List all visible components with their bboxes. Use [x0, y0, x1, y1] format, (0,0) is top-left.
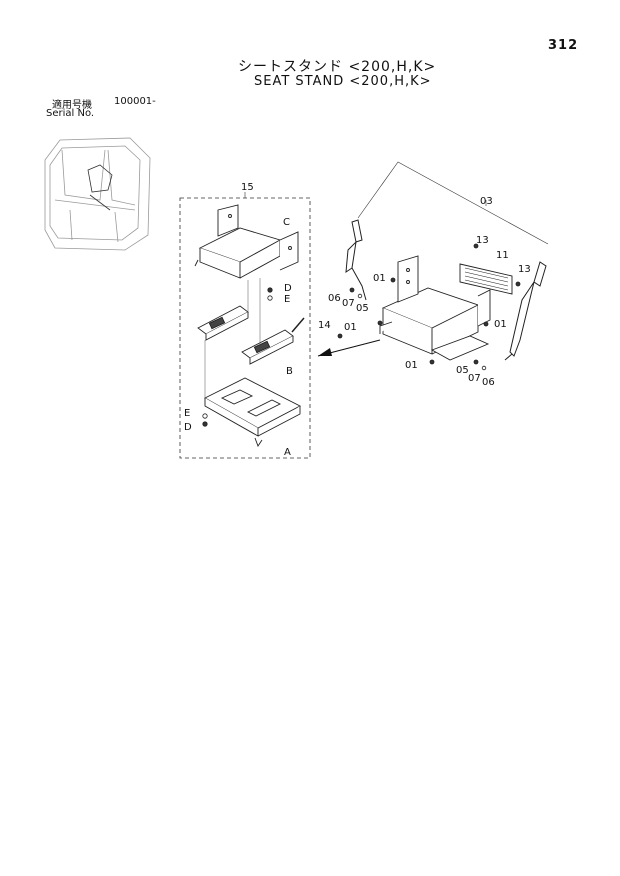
callout-07-a: 07: [342, 298, 355, 309]
callout-06-a: 06: [328, 293, 341, 304]
part-c-upper-bracket: [194, 204, 299, 279]
callout-05-a: 05: [356, 303, 369, 314]
cab-location-thumbnail: [44, 137, 151, 251]
callout-a: A: [284, 447, 291, 458]
callout-14: 14: [318, 320, 331, 331]
assembly-guide-lines: [204, 278, 261, 398]
part-b-slide-rails: [197, 305, 305, 365]
callout-d-upper: D: [284, 283, 292, 294]
serial-label-japanese: 適用号機: [52, 100, 92, 111]
callout-d-lower: D: [184, 422, 192, 433]
gas-spring-left: [345, 219, 367, 301]
callout-01-a: 01: [373, 273, 386, 284]
callout-c: C: [283, 217, 290, 228]
callout-15: 15: [241, 182, 254, 193]
serial-label-english: Serial No.: [46, 108, 95, 119]
callout-05-b: 05: [456, 365, 469, 376]
callout-13-a: 13: [476, 235, 489, 246]
main-assembly-fasteners: [337, 243, 521, 371]
callout-01-c: 01: [494, 319, 507, 330]
main-seat-stand-assembly: [379, 255, 513, 361]
callout-03: 03: [480, 196, 493, 207]
callout-01-b: 01: [344, 322, 357, 333]
fastener-d-e-upper: [267, 287, 273, 301]
callout-01-d: 01: [405, 360, 418, 371]
page-title-english: SEAT STAND <200,H,K>: [254, 74, 432, 89]
gas-spring-right: [504, 261, 547, 361]
part-a-base-plate: [204, 377, 301, 447]
callout-e-lower: E: [184, 408, 190, 419]
callout-13-b: 13: [518, 264, 531, 275]
callout-11: 11: [496, 250, 509, 261]
page-title-japanese: シートスタンド <200,H,K>: [238, 59, 437, 75]
callout-e-upper: E: [284, 294, 290, 305]
leader-03: [357, 161, 549, 245]
callout-labels: 15 03 C D E B E D A 01 06 07 05 14 01 13…: [184, 182, 531, 458]
fastener-d-e-lower: [202, 413, 208, 427]
callout-06-b: 06: [482, 377, 495, 388]
page-number: 312: [548, 38, 579, 53]
callout-07-b: 07: [468, 373, 481, 384]
serial-number-value: 100001-: [114, 96, 156, 107]
callout-b: B: [286, 366, 293, 377]
assembly-arrow: [317, 339, 381, 357]
